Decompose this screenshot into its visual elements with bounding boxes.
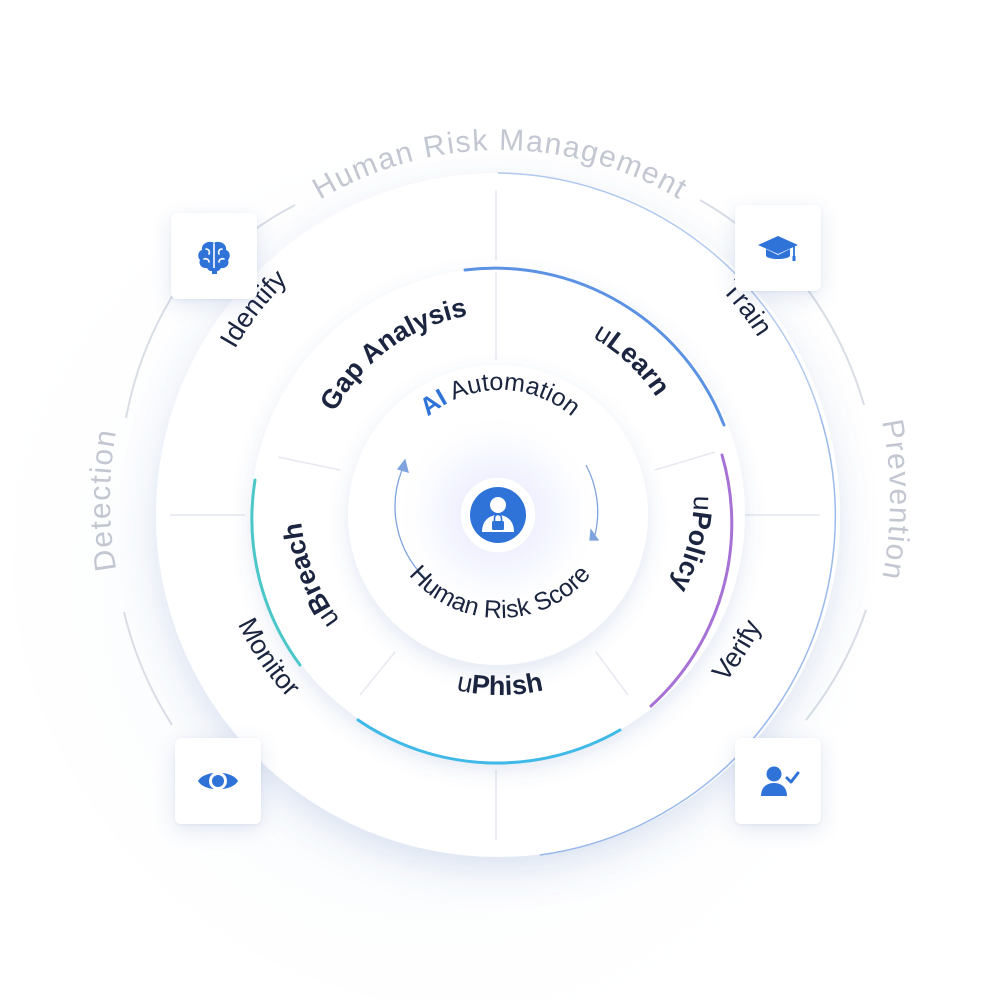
cycle-arrows [394,458,600,579]
arc-uphish [356,718,622,765]
user-check-icon [761,766,800,796]
outer-left-label: Detection [84,426,123,573]
progress-arcs [250,266,734,765]
verify-card[interactable] [735,738,821,824]
graduation-cap-icon [758,236,798,261]
outer-dividers [170,190,820,840]
arc-ulearn [463,266,726,427]
main-disc-rim-right [539,414,837,856]
outer-ring [123,199,867,726]
center-user-lock [459,476,537,554]
brain-icon [198,241,230,274]
main-disc-rim-top [497,172,821,416]
monitor-card[interactable] [175,738,261,824]
module-uphish: uPhish [455,667,545,702]
arc-upolicy [649,453,734,708]
user-lock-icon [482,497,514,532]
module-dividers [277,272,716,696]
train-card[interactable] [735,205,821,291]
identify-card[interactable] [171,213,257,299]
eye-icon [198,772,238,790]
arc-ubreach [250,478,302,667]
